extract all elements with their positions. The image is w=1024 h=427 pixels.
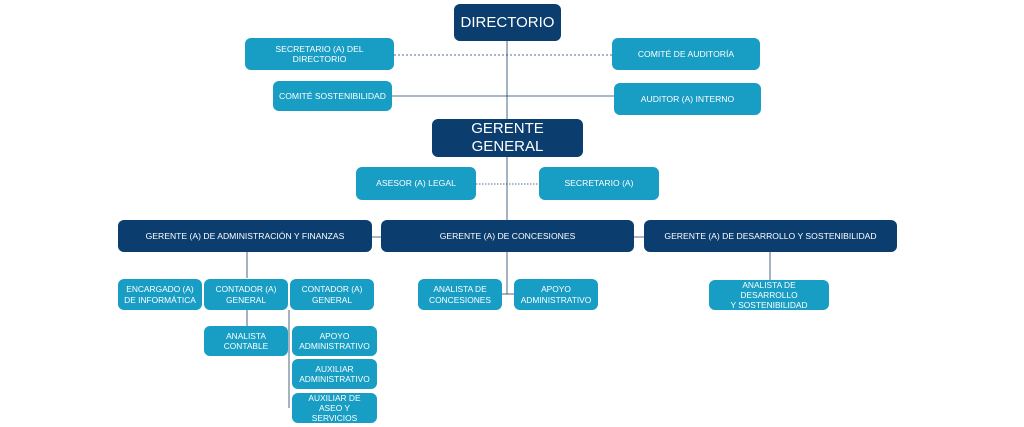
node-encargado-informatica: ENCARGADO (A) DE INFORMÁTICA [118, 279, 202, 310]
node-auxiliar-aseo: AUXILIAR DE ASEO Y SERVICIOS [292, 393, 377, 423]
node-secretario: SECRETARIO (A) [539, 167, 659, 200]
node-comite-sostenibilidad: COMITÉ SOSTENIBILIDAD [273, 81, 392, 111]
node-gerente-admin: GERENTE (A) DE ADMINISTRACIÓN Y FINANZAS [118, 220, 372, 252]
node-contador-general-2: CONTADOR (A) GENERAL [290, 279, 374, 310]
node-secretario-directorio: SECRETARIO (A) DEL DIRECTORIO [245, 38, 394, 70]
node-comite-auditoria: COMITÉ DE AUDITORÍA [612, 38, 760, 70]
node-directorio: DIRECTORIO [454, 4, 561, 41]
node-auxiliar-administrativo: AUXILIAR ADMINISTRATIVO [292, 359, 377, 389]
node-analista-desarrollo: ANALISTA DE DESARROLLO Y SOSTENIBILIDAD [709, 280, 829, 310]
node-contador-general-1: CONTADOR (A) GENERAL [204, 279, 288, 310]
node-gerente-desarrollo: GERENTE (A) DE DESARROLLO Y SOSTENIBILID… [644, 220, 897, 252]
node-analista-contable: ANALISTA CONTABLE [204, 326, 288, 356]
node-apoyo-administrativo-1: APOYO ADMINISTRATIVO [292, 326, 377, 356]
node-asesor-legal: ASESOR (A) LEGAL [356, 167, 476, 200]
node-analista-concesiones: ANALISTA DE CONCESIONES [418, 279, 502, 310]
node-gerente-concesiones: GERENTE (A) DE CONCESIONES [381, 220, 634, 252]
node-apoyo-administrativo-2: APOYO ADMINISTRATIVO [514, 279, 598, 310]
node-auditor-interno: AUDITOR (A) INTERNO [614, 83, 761, 115]
node-gerente-general: GERENTE GENERAL [432, 119, 583, 157]
